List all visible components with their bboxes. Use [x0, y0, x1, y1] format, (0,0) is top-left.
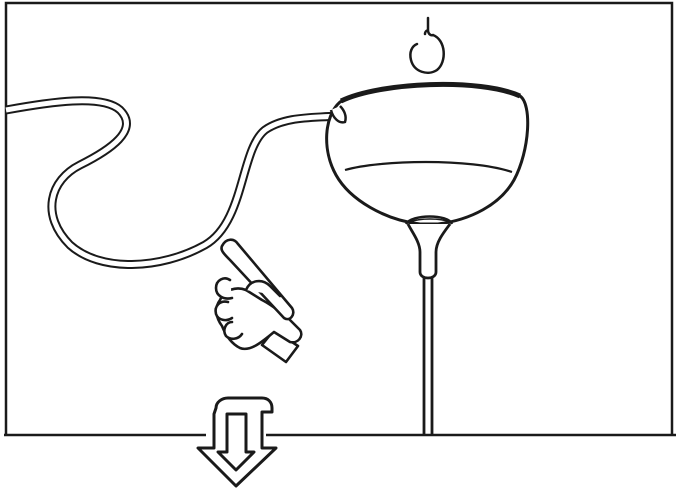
- panel-frame: [4, 1, 674, 435]
- arrow-down-icon: [196, 396, 278, 488]
- power-cord: [5, 96, 336, 269]
- pendant-rod: [406, 223, 452, 434]
- hand-pointer-icon: [214, 238, 303, 364]
- hook-icon: [409, 16, 445, 74]
- ceiling-canopy: [325, 81, 530, 226]
